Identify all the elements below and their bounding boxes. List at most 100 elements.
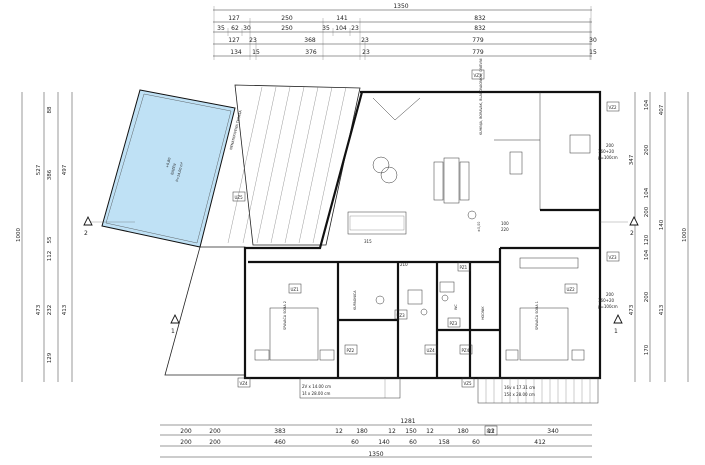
stairs-left: 2V x 14.00 cm 1š x 28.00 cm: [299, 377, 401, 399]
dim-label: 140: [378, 439, 390, 446]
tag: VZ2: [609, 105, 617, 110]
dim-label: 376: [305, 49, 317, 56]
stairs-right: 16v x 17.31 cm 15š x 28.00 cm: [477, 377, 599, 404]
dim-label: 60: [409, 439, 417, 446]
dim-top-total: 1350: [393, 3, 408, 10]
dim-label: 141: [336, 15, 348, 22]
dim-label: 200: [180, 428, 192, 435]
top-dimensions: 1350 127 250 141 832 35 62 30 250 35 104…: [213, 3, 597, 60]
tag: UZ5: [235, 195, 244, 200]
section-arrow-icon: [83, 215, 93, 226]
section-arrow-icon: [613, 313, 623, 324]
tag: UZ2: [567, 287, 576, 292]
tag: UZ3: [397, 313, 406, 318]
dim-label: 12: [335, 428, 343, 435]
pool-name: BAZEN: [170, 163, 177, 176]
dim-label: 129: [47, 352, 53, 363]
dim-label: 232: [47, 305, 53, 316]
dim-label: 35: [217, 25, 225, 32]
dim-label: 779: [472, 37, 484, 44]
dim-label: 60: [351, 439, 359, 446]
dim-label: 180: [356, 428, 368, 435]
pool-area: P=14,00 m²: [175, 161, 184, 182]
dim-label: 368: [304, 37, 316, 44]
window-notes: 200 160+20 p=100cm 200 160+20 p=100cm 10…: [400, 143, 618, 309]
section-label: 2: [84, 230, 88, 237]
tag: UZ1: [291, 287, 300, 292]
section-markers: 2 2 1 1: [83, 215, 639, 335]
dim-label: 386: [47, 169, 53, 180]
dim-label: 413: [62, 304, 68, 315]
dim-label: 127: [228, 37, 240, 44]
tag: VZ5: [464, 381, 472, 386]
terrace: NENATKRIVENA TERASA: [227, 84, 361, 246]
window-width: 200: [606, 143, 614, 148]
bedroom-right: SPAVAĆA SOBA 1: [505, 257, 585, 361]
dim-label: 104: [644, 249, 650, 260]
dim-label: 23: [351, 25, 359, 32]
bedroom2-label: SPAVAĆA SOBA 2: [282, 301, 287, 330]
dim-label: 158: [438, 439, 450, 446]
stairs-right-tread: 15š x 28.00 cm: [504, 392, 535, 397]
dim-label: 30: [589, 37, 597, 44]
dim-label: 12: [487, 428, 495, 435]
tag: VZ3: [609, 255, 617, 260]
dim-label: 250: [281, 15, 293, 22]
dim-label: 1000: [16, 228, 22, 242]
dim-label: 460: [274, 439, 286, 446]
dim-label: 55: [47, 236, 53, 243]
dim-label: 340: [547, 428, 559, 435]
walls: [243, 90, 602, 380]
compass-icon: [467, 210, 477, 220]
section-arrow-icon: [629, 215, 639, 226]
dim-label: 104: [644, 99, 650, 110]
dim-label: 180: [457, 428, 469, 435]
living-room-furniture: KUHINJA, BORAVAK, BLAGOVAONICA, DNEVNI 3…: [347, 58, 591, 244]
dim-opening: 315: [364, 239, 372, 244]
window-sill: p=100cm: [598, 304, 618, 309]
dim-label: 15: [589, 49, 597, 56]
element-tags: VZ1 VZ2 VZ3 VZ4 VZ5 PZ1 PZ2 PZ3 PZ4 PZ5 …: [232, 69, 620, 436]
section-label: 1: [171, 328, 175, 335]
window-height: 160+20: [598, 149, 615, 154]
door-height: 210: [400, 262, 408, 267]
dim-label: 104: [644, 187, 650, 198]
living-label: KUHINJA, BORAVAK, BLAGOVAONICA, DNEVNI: [479, 58, 483, 135]
section-label: 2: [630, 230, 634, 237]
dim-label: 127: [228, 15, 240, 22]
window-sill: p=100cm: [598, 155, 618, 160]
dim-label: 200: [644, 291, 650, 302]
bathrooms: KUPAONICA WC HODNIK: [353, 281, 485, 320]
stairs-left-rise: 2V x 14.00 cm: [302, 384, 331, 389]
door-width: 100: [501, 221, 509, 226]
window-width: 200: [606, 292, 614, 297]
dim-label: 412: [534, 439, 546, 446]
dim-label: 200: [180, 439, 192, 446]
stairs-left-tread: 1š x 28.00 cm: [302, 391, 330, 396]
dim-bottom-total: 1281: [400, 418, 415, 425]
dim-label: 62: [231, 25, 239, 32]
hall-label: HODNIK: [481, 306, 485, 320]
dim-label: 104: [335, 25, 347, 32]
dim-label: 832: [474, 15, 486, 22]
dim-label: 200: [209, 439, 221, 446]
tag: PZ3: [450, 321, 458, 326]
stairs-right-rise: 16v x 17.31 cm: [504, 385, 535, 390]
dim-label: 134: [230, 49, 242, 56]
dim-label: 407: [659, 104, 665, 115]
bottom-dimensions: 1281 200 200 383 12 180 12 150 12 180 12…: [160, 418, 592, 458]
door-height: 220: [501, 227, 509, 232]
dim-label: 200: [644, 144, 650, 155]
dim-label: 35: [322, 25, 330, 32]
dim-label: 413: [659, 304, 665, 315]
tag: PZ4: [462, 348, 470, 353]
dim-label: 200: [644, 206, 650, 217]
dim-label: 112: [47, 251, 53, 262]
left-dimensions: 88 527 386 55 112 473 232 129 497 413 10…: [16, 92, 73, 382]
dim-label: 250: [281, 25, 293, 32]
section-label: 1: [614, 328, 618, 335]
window-height: 160+20: [598, 298, 615, 303]
dim-label: 88: [47, 106, 53, 113]
tag: PZ5: [487, 429, 495, 434]
